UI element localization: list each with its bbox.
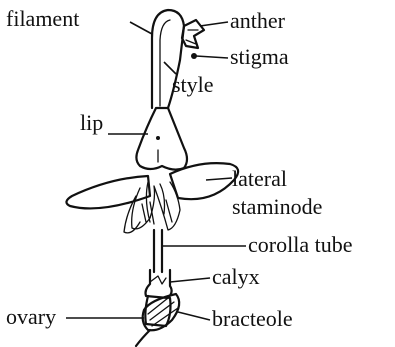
label-calyx: calyx — [212, 264, 260, 289]
label-ovary: ovary — [6, 304, 56, 329]
lip-shape — [136, 108, 187, 170]
calyx-teeth — [150, 276, 166, 284]
staminode-leader — [206, 178, 232, 180]
label-lateral: lateral — [232, 166, 287, 191]
corolla-tube-shape — [154, 230, 162, 272]
label-stigma: stigma — [230, 44, 289, 69]
label-style: style — [172, 72, 214, 97]
central-petals — [124, 182, 180, 233]
calyx-shape — [146, 270, 172, 298]
label-lip: lip — [80, 110, 103, 135]
label-filament: filament — [6, 6, 79, 31]
bracteole-leader — [178, 312, 210, 320]
filament-leader — [130, 22, 152, 34]
label-corolla-tube: corolla tube — [248, 232, 352, 257]
lateral-staminode-left — [66, 176, 150, 208]
stigma-leader — [196, 56, 228, 58]
label-anther: anther — [230, 8, 286, 33]
pedicel — [136, 330, 150, 346]
flower-drawing — [66, 10, 238, 346]
lip-spot — [156, 136, 160, 140]
label-bracteole: bracteole — [212, 306, 293, 331]
anther-shape — [182, 20, 204, 48]
label-staminode: staminode — [232, 194, 322, 219]
calyx-leader — [170, 278, 210, 282]
anther-leader — [200, 22, 228, 26]
